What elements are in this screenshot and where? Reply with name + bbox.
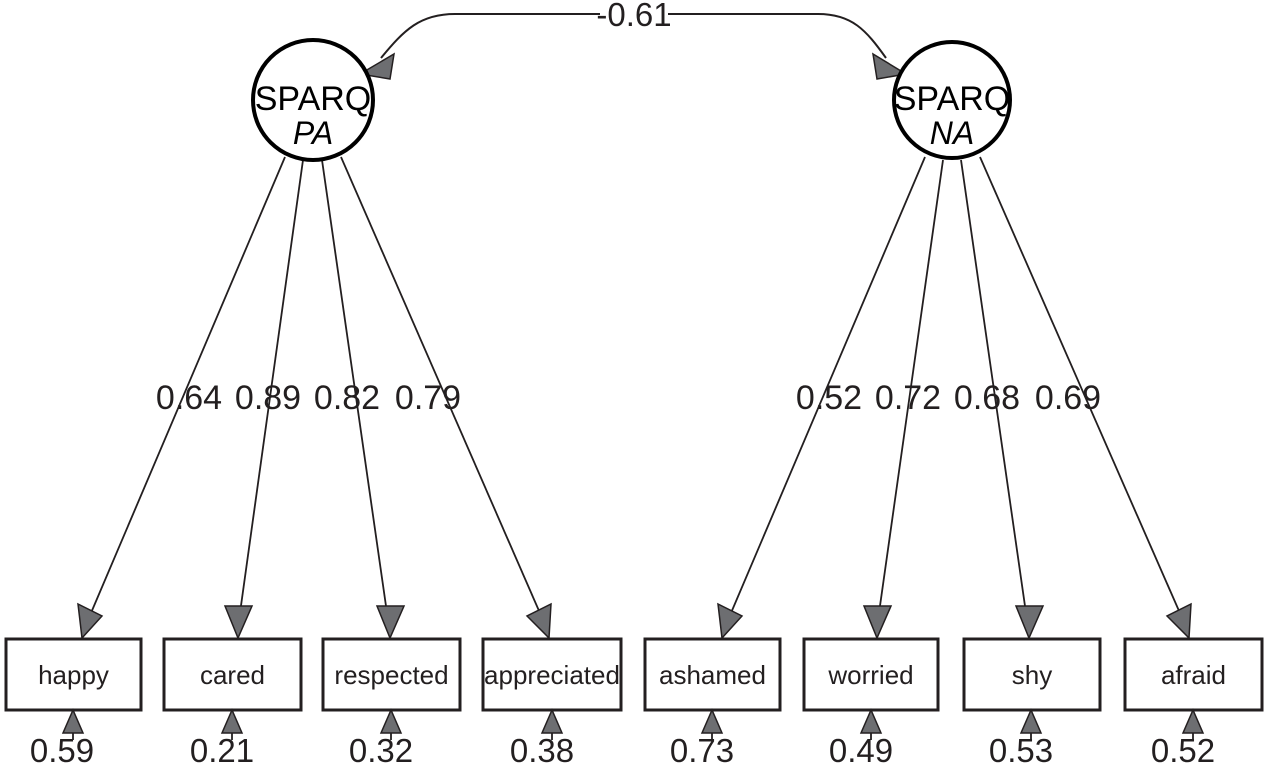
indicator-label-shy: shy [1012, 660, 1052, 690]
residual-arrowhead-worried [859, 708, 883, 734]
loading-label-happy: 0.64 [156, 379, 222, 417]
residual-label-cared: 0.21 [190, 732, 254, 767]
residual-label-shy: 0.53 [989, 732, 1053, 767]
factor-label-na-line1: SPARQ [894, 80, 1011, 118]
residual-label-appreciated: 0.38 [510, 732, 574, 767]
indicator-worried[interactable]: worried [802, 637, 940, 712]
indicator-happy[interactable]: happy [4, 637, 143, 712]
residual-labels: 0.59 0.21 0.32 0.38 0.73 0.49 0.53 0.52 [30, 732, 1215, 767]
loading-edge-appreciated [340, 156, 544, 621]
residual-label-happy: 0.59 [30, 732, 94, 767]
residual-arrows [61, 708, 1205, 740]
loading-label-ashamed: 0.52 [796, 379, 862, 417]
residual-arrowhead-afraid [1181, 708, 1205, 734]
loading-edge-afraid [979, 156, 1184, 621]
residual-label-worried: 0.49 [829, 732, 893, 767]
loading-edge-respected [321, 159, 389, 621]
indicator-box-worried[interactable] [802, 637, 940, 712]
loading-arrowhead-happy [77, 602, 104, 640]
residual-arrowhead-happy [61, 708, 85, 734]
residual-arrowhead-appreciated [540, 708, 564, 734]
residual-arrowhead-ashamed [700, 708, 724, 734]
loading-arrowhead-worried [862, 605, 893, 640]
loading-edges-pa [77, 156, 552, 640]
factor-sparq-pa[interactable]: SPARQ PA [251, 38, 375, 162]
loading-arrowhead-ashamed [717, 602, 744, 640]
loading-arrowhead-cared [223, 605, 254, 640]
correlation-path-left [380, 13, 600, 59]
factor-circle-na[interactable] [892, 40, 1012, 160]
loading-edge-happy [87, 156, 286, 621]
loading-label-afraid: 0.69 [1035, 379, 1101, 417]
indicator-box-ashamed[interactable] [643, 637, 782, 712]
loading-edge-worried [877, 159, 944, 621]
indicator-box-shy[interactable] [962, 637, 1102, 712]
residual-arrowhead-shy [1019, 708, 1043, 734]
loading-arrowhead-shy [1014, 605, 1045, 640]
correlation-path-right [668, 13, 887, 59]
indicator-label-cared: cared [200, 660, 265, 690]
indicator-boxes: happy cared respected appreciated ashame… [4, 637, 1264, 712]
loading-labels: 0.64 0.89 0.82 0.79 0.52 0.72 0.68 0.69 [156, 379, 1101, 417]
residual-label-afraid: 0.52 [1151, 732, 1215, 767]
indicator-cared[interactable]: cared [162, 637, 303, 712]
indicator-shy[interactable]: shy [962, 637, 1102, 712]
residual-label-respected: 0.32 [349, 732, 413, 767]
indicator-afraid[interactable]: afraid [1123, 637, 1264, 712]
loading-label-worried: 0.72 [875, 379, 941, 417]
factor-label-pa-line1: SPARQ [255, 80, 372, 118]
indicator-label-appreciated: appreciated [484, 660, 620, 690]
indicator-label-worried: worried [827, 660, 913, 690]
factor-circle-pa[interactable] [251, 38, 375, 162]
residual-arrowhead-respected [379, 708, 403, 734]
loading-edges-na [717, 156, 1192, 640]
indicator-appreciated[interactable]: appreciated [481, 637, 623, 712]
indicator-box-happy[interactable] [4, 637, 143, 712]
loading-edge-shy [960, 159, 1028, 621]
indicator-ashamed[interactable]: ashamed [643, 637, 782, 712]
indicator-respected[interactable]: respected [321, 637, 462, 712]
factor-sparq-na[interactable]: SPARQ NA [892, 40, 1012, 160]
correlation-arrowhead-right [872, 52, 909, 80]
factor-label-na-line2: NA [930, 115, 974, 151]
indicator-box-respected[interactable] [321, 637, 462, 712]
correlation-value-label: -0.61 [596, 0, 671, 33]
loading-edge-ashamed [727, 156, 926, 621]
indicator-label-afraid: afraid [1161, 660, 1226, 690]
loading-arrowhead-afraid [1165, 602, 1192, 640]
indicator-box-cared[interactable] [162, 637, 303, 712]
loading-label-cared: 0.89 [235, 379, 301, 417]
loading-label-shy: 0.68 [954, 379, 1020, 417]
factor-label-pa-line2: PA [293, 115, 333, 151]
loading-label-appreciated: 0.79 [395, 379, 461, 417]
loading-label-respected: 0.82 [314, 379, 380, 417]
loading-arrowhead-respected [375, 605, 406, 640]
loading-edge-cared [238, 159, 304, 621]
loading-arrowhead-appreciated [525, 602, 552, 640]
factor-correlation-edge: -0.61 [357, 0, 909, 80]
residual-arrowhead-cared [220, 708, 244, 734]
indicator-label-happy: happy [38, 660, 109, 690]
indicator-label-respected: respected [334, 660, 448, 690]
residual-label-ashamed: 0.73 [670, 732, 734, 767]
indicator-label-ashamed: ashamed [659, 660, 766, 690]
